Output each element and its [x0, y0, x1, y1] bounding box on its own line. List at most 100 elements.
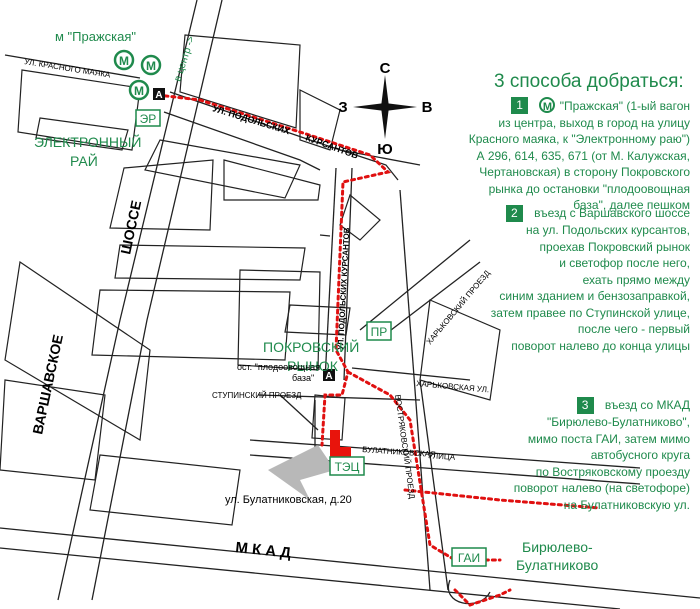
podolskih-top-label: УЛ. ПОДОЛЬСКИХ [211, 103, 291, 136]
block-pokrovsky [237, 269, 321, 371]
elektronny-label-2: РАЙ [70, 152, 98, 169]
building-blocks [0, 34, 501, 526]
step-1-line: из центра, выход в город на улицу [498, 115, 690, 130]
step-2-line: поворот налево до конца улицы [511, 338, 690, 353]
step-3-line: автобусного круга [590, 448, 690, 462]
step-1-line: Чертановская) в сторону Покровского [479, 165, 690, 179]
mkad-road-2 [0, 547, 621, 609]
route-mkad-link [346, 370, 502, 562]
biryulevo-label-2: Булатниково [516, 557, 599, 573]
vostryakovsky-road-1 [399, 189, 431, 591]
step-2-first: въезд с Варшавского шоссе [534, 206, 690, 220]
kharkovskaya-label: ХАРЬКОВСКАЯ УЛ. [416, 379, 490, 394]
step-2-line: и светофор после него, [559, 256, 690, 270]
step-2-line: затем правее по Ступинской улице, [490, 305, 690, 320]
kursantov-label: КУРСАНТОВ [304, 132, 360, 160]
step-1-line: рынка до остановки "плодоовощная [488, 181, 690, 196]
pokrovsky-label-2: РЫНОК [287, 358, 339, 374]
bus-stop-letter: А [155, 90, 162, 101]
side-road-1 [339, 149, 421, 166]
metro-icon [128, 79, 150, 101]
compass-east-label: В [422, 99, 433, 116]
ulitsa-label: УЛИЦА [428, 451, 456, 462]
podolskih-upper-road-1 [169, 91, 399, 181]
step-3: 3 въезд со МКАД "Бирюлево-Булатниково", … [514, 397, 690, 513]
bus-stop-letter: А [325, 371, 332, 382]
mkad-exit-loop [447, 579, 491, 605]
podolskih-upper-road-2 [163, 111, 321, 171]
kharkovsky-proezd-label: ХАРЬКОВСКИЙ ПРОЕЗД [425, 268, 493, 346]
block-mid-3 [223, 159, 321, 201]
block-south-2 [89, 454, 241, 526]
shosse-label: ШОССЕ [117, 199, 144, 256]
gai-box [451, 547, 487, 567]
route-exit-loop [453, 588, 512, 607]
step-1-first-line: 1 М "Пражская" (1-ый вагон [469, 97, 690, 115]
block-target-area [311, 394, 346, 441]
podolskih-vertical-label: УЛ. ПОДОЛЬСКИХ КУРСАНТОВ [336, 227, 351, 350]
block-mid-4 [114, 244, 306, 281]
to-center-label: в центр -> [172, 35, 197, 83]
mkad-label: М К А Д [235, 539, 292, 562]
step-1-line: А 296, 614, 635, 671 (от М. Калужская, [476, 148, 690, 163]
podolskih-vertical-road-2 [343, 167, 353, 381]
bus-stop-icon [323, 369, 335, 381]
varshavskoe-road-right [91, 0, 223, 601]
step-1: 1 М "Пражская" (1-ый вагон из центра, вы… [469, 97, 690, 214]
metro-icon [113, 49, 135, 71]
krasnogo-mayaka-label: УЛ. КРАСНОГО МАЯКА [24, 57, 112, 80]
elektronny-label-1: ЭЛЕКТРОННЫЙ [34, 133, 141, 150]
bus-stop-icon [153, 88, 165, 100]
pr-box [366, 321, 392, 341]
route-main [156, 93, 392, 447]
address-label: ул. Булатниковская, д.20 [225, 494, 352, 506]
pokrovsky-label-1: ПОКРОВСКИЙ [263, 338, 359, 355]
walking-route [156, 93, 602, 607]
block-elektronny-inner [35, 117, 129, 151]
bus-stop-label-1: ост. "плодоовощная [237, 362, 320, 372]
step-3-first-line: 3 въезд со МКАД [514, 397, 690, 414]
metro-station-label: м "Пражская" [55, 29, 136, 44]
step-3-line: мимо поста ГАИ, затем мимо [527, 431, 690, 446]
block-mid-1 [144, 139, 301, 199]
step-1-badge: 1 [511, 97, 529, 114]
biryulevo-label-1: Бирюлево- [522, 539, 593, 555]
side-road-2 [319, 234, 331, 237]
compass-north-label: С [380, 60, 391, 77]
kharkovsky-proezd-road-1 [359, 239, 471, 331]
metro-icon-letter: М [134, 84, 144, 98]
driveway-road-2 [279, 394, 319, 431]
directions-title: 3 способа добраться: [494, 71, 684, 92]
step-2-line: проехав Покровский рынок [539, 239, 690, 254]
block-south-1 [91, 289, 291, 361]
compass-east-point [385, 103, 417, 111]
step-2-line: после чего - первый [577, 322, 690, 336]
step-2: 2 въезд с Варшавского шоссе на ул. Подол… [491, 205, 690, 354]
step-3-line: на Булатниковскую ул. [563, 497, 690, 512]
step-3-line: поворот налево (на светофоре) [513, 481, 690, 495]
er-box-label: ЭР [140, 112, 157, 126]
step-1-line: база", далее пешком [573, 198, 690, 212]
podolskih-vertical-road-1 [324, 167, 337, 381]
step-3-first: въезд со МКАД [604, 398, 690, 412]
step-2-line: на ул. Подольских курсантов, [526, 223, 690, 237]
block-west-1 [4, 260, 151, 441]
block-east-1 [419, 299, 501, 401]
metro-icon-letter: М [119, 54, 129, 68]
step-3-line: "Бирюлево-Булатниково", [547, 415, 690, 429]
metro-icon [140, 54, 162, 76]
step-1-after-station: (1-ый вагон [626, 99, 690, 113]
block-elektronny [17, 69, 141, 151]
block-market-1 [284, 304, 351, 336]
metro-icon-letter: М [146, 59, 156, 73]
step-2-line: синим зданием и бензозаправкой, [499, 289, 690, 303]
stupinsky-label: СТУПИНСКИЙ ПРОЕЗД [212, 391, 302, 400]
target-pointer-arrow [268, 445, 335, 500]
bus-stop-label-2: база" [292, 373, 314, 383]
kharkovsky-proezd-road-2 [377, 261, 481, 341]
pr-box-label: ПР [371, 325, 388, 339]
compass-rose: С Ю З В [338, 60, 432, 158]
step-3-line: по Востряковскому проезду [535, 464, 690, 479]
